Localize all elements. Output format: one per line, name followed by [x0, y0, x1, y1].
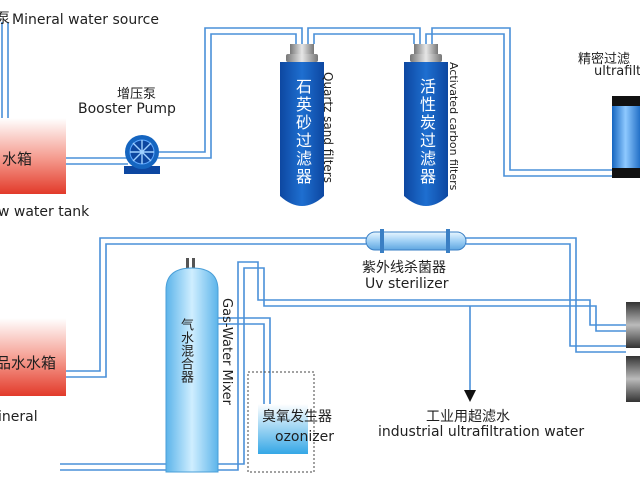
- mineral-water-tank: [0, 318, 66, 396]
- ultrafilter-label: ultrafilt: [594, 64, 640, 79]
- pipe-network: [1, 22, 626, 471]
- mineral-tank-label-cn: 品水水箱: [0, 354, 57, 372]
- mixer-label-cn: 气水混合器: [178, 318, 193, 383]
- activated-carbon-filter: [404, 44, 448, 206]
- ozonizer-frame: [247, 371, 315, 473]
- ozonizer-label-cn: 臭氧发生器: [262, 409, 332, 425]
- quartz-filter-label-cn: 石英砂过滤器: [293, 78, 312, 186]
- ultrafilter: [612, 96, 640, 178]
- raw-water-tank: [0, 118, 66, 194]
- ozonizer-label: ozonizer: [275, 429, 334, 445]
- uv-sterilizer: [365, 229, 467, 253]
- raw-tank-label: w water tank: [0, 204, 90, 220]
- booster-pump-icon: [124, 135, 160, 174]
- ozonizer-unit: [258, 404, 308, 454]
- carbon-filter-label-cn: 活性炭过滤器: [417, 78, 436, 186]
- gas-water-mixer: [165, 258, 219, 473]
- ultrafilter-label-cn: 精密过滤: [578, 52, 631, 67]
- mineral-source-label: Mineral water source: [12, 12, 159, 28]
- industrial-water-label-cn: 工业用超滤水: [426, 409, 510, 425]
- raw-tank-label-cn: 水箱: [2, 150, 33, 168]
- arrow-down-icon: [464, 390, 476, 402]
- uv-sterilizer-label-cn: 紫外线杀菌器: [362, 260, 446, 276]
- uv-sterilizer-label: Uv sterilizer: [365, 276, 449, 292]
- booster-pump-label: Booster Pump: [78, 101, 176, 117]
- mixer-label: Gas-Water Mixer: [219, 298, 234, 406]
- ro-membranes: [626, 302, 640, 402]
- carbon-filter-label: Activated carbon filters: [447, 62, 460, 191]
- mineral-source-label-cn: 泵: [0, 11, 10, 27]
- quartz-filter-label: Quartz sand filters: [321, 72, 335, 183]
- mineral-tank-label: ineral: [0, 409, 38, 425]
- quartz-sand-filter: [280, 44, 324, 206]
- booster-pump-label-cn: 增压泵: [117, 87, 157, 102]
- industrial-water-label: industrial ultrafiltration water: [378, 424, 585, 440]
